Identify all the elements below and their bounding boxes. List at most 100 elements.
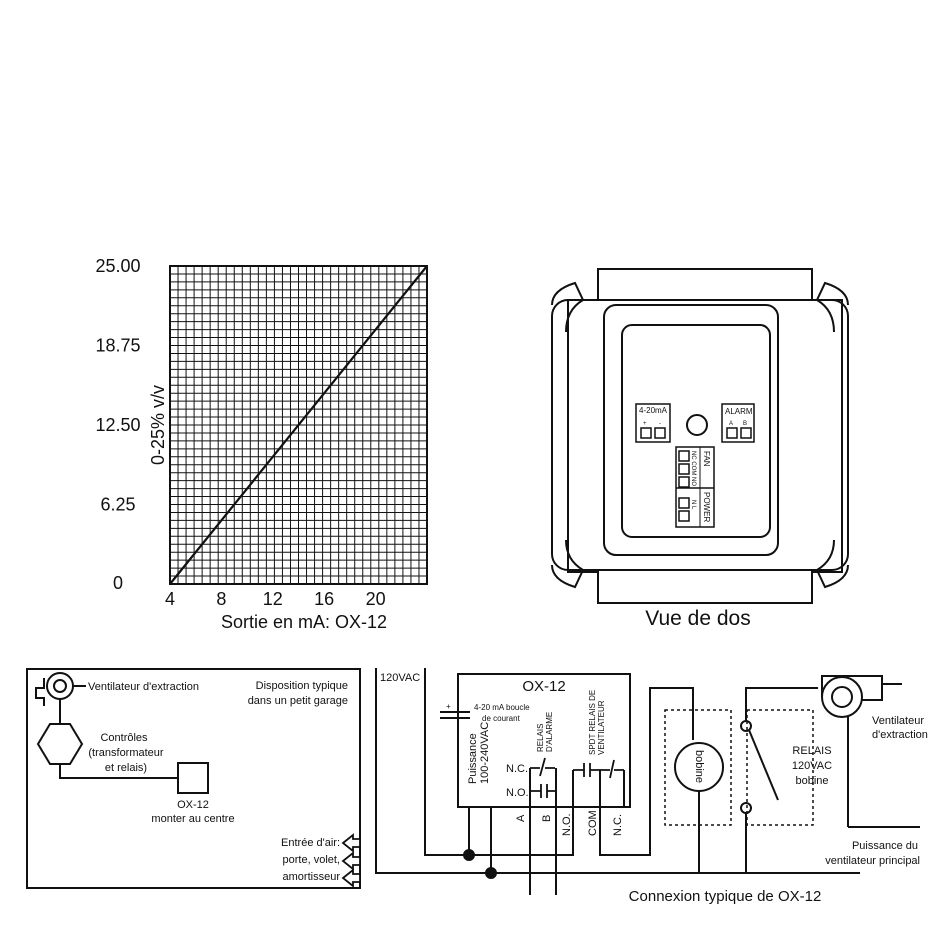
wiring-fan-1: Ventilateur (872, 715, 924, 727)
wiring-diagram (375, 668, 920, 895)
wiring-power-2: 100-240VAC (479, 722, 491, 784)
wiring-coil-label: bobine (693, 750, 705, 783)
enclosure-ear-bottom-left (551, 539, 585, 589)
screw-terminals (640, 427, 752, 522)
wiring-main-2: ventilateur principal (825, 855, 920, 867)
controls-hexagon (36, 723, 84, 765)
label-power-pins: N L (690, 500, 696, 510)
wiring-term-a: A (515, 814, 527, 822)
label-fan-pins: NC COM NO (690, 451, 696, 486)
wiring-loop-2: de courant (482, 714, 521, 723)
label-alarm-a: A (729, 421, 733, 427)
chart-y-ticks: 0 6.25 12.50 18.75 25.00 (95, 256, 140, 593)
garage-air-2: porte, volet, (283, 854, 340, 866)
alarm-nc-contact (530, 757, 555, 777)
label-power: POWER (702, 492, 711, 522)
garage-exhaust-fan-label: Ventilateur d'extraction (88, 681, 199, 693)
label-alarm: ALARM (725, 407, 753, 416)
wiring-device-label: OX-12 (522, 678, 565, 695)
wiring-fan-2: d'extraction (872, 729, 928, 741)
enclosure-inner (551, 299, 849, 571)
y-tick-label: 0 (113, 573, 123, 593)
relay-frame-left (664, 709, 732, 826)
label-4-20ma-plus: + (643, 421, 647, 427)
wiring-no-label: N.O. (506, 787, 529, 799)
wiring-exhaust-fan-icon (821, 675, 883, 718)
garage-ox12-label: OX-12 (177, 799, 209, 811)
garage-controls-2: (transformateur (88, 747, 164, 759)
garage-controls-3: et relais) (105, 762, 147, 774)
x-tick-label: 12 (263, 589, 283, 609)
wiring-relay-3: bobine (795, 775, 828, 787)
chart-frame (169, 265, 428, 585)
garage-layout-note-2: dans un petit garage (248, 695, 348, 707)
junction-dot-1 (463, 849, 475, 861)
wiring-relay-1: RELAIS (792, 745, 831, 757)
junction-dot-2 (485, 867, 497, 879)
center-hole (686, 414, 708, 436)
y-tick-label: 18.75 (95, 336, 140, 356)
label-4-20ma-minus: - (659, 421, 661, 427)
relay-switch-arm (748, 729, 779, 801)
response-chart: 4 8 12 16 20 0 6.25 12.50 18.75 25.00 Sortie en … (95, 256, 428, 632)
wiring-power-1: Puissance (467, 733, 479, 784)
wiring-alarm-relay-1: RELAIS (536, 724, 545, 752)
wiring-fan-relay-2: VENTILATEUR (597, 700, 606, 755)
y-tick-label: 12.50 (95, 415, 140, 435)
wiring-main-1: Puissance du (852, 840, 918, 852)
back-view-drawing (551, 268, 849, 604)
label-4-20ma: 4-20mA (639, 406, 668, 415)
wiring-nc-label: N.C. (506, 763, 528, 775)
label-fan: FAN (702, 451, 711, 467)
wiring-relay-2: 120VAC (792, 760, 832, 772)
circuit-board (621, 324, 771, 538)
alarm-no-contact (530, 784, 556, 798)
terminal-fan-power (675, 446, 715, 528)
garage-controls-1: Contrôles (100, 732, 148, 744)
wiring-alarm-relay-2: D'ALARME (545, 712, 554, 752)
y-tick-label: 6.25 (100, 495, 135, 515)
y-tick-label: 25.00 (95, 256, 140, 276)
wiring-loop-1: 4-20 mA boucle (474, 703, 530, 712)
garage-layout-note-1: Disposition typique (256, 680, 348, 692)
fan-com-wire (599, 687, 694, 856)
relay-contact-bottom (740, 802, 752, 814)
fan-no-contact (573, 763, 600, 777)
wiring-term-com: COM (587, 810, 599, 836)
label-alarm-b: B (743, 421, 747, 427)
garage-outline (26, 668, 361, 889)
x-tick-label: 20 (366, 589, 386, 609)
enclosure-ear-top-left (551, 281, 585, 333)
enclosure-ear-top-right (815, 281, 849, 333)
x-tick-label: 8 (216, 589, 226, 609)
back-view-labels: 4-20mA + - ALARM A B FAN NC COM NO POWER… (639, 406, 753, 522)
chart-x-label: Sortie en mA: OX-12 (221, 612, 387, 632)
garage-ox12-mount: monter au centre (151, 813, 234, 825)
terminal-4-20ma (635, 403, 671, 443)
enclosure-ear-bottom-right (815, 539, 849, 589)
garage-layout-diagram: Ventilateur d'extraction Disposition typ… (26, 668, 361, 889)
chart-x-ticks: 4 8 12 16 20 (165, 589, 386, 609)
relay-contact-top (740, 720, 752, 732)
wiring-term-b: B (541, 815, 553, 822)
x-tick-label: 16 (314, 589, 334, 609)
back-view-caption: Vue de dos (645, 607, 750, 630)
ox12-wiring-box (457, 673, 631, 808)
air-inlet-arrows (341, 833, 361, 888)
terminal-alarm (721, 403, 755, 443)
wiring-term-no: N.O. (561, 813, 573, 836)
relay-frame-right (746, 709, 814, 826)
wiring-caption: Connexion typique de OX-12 (629, 888, 822, 905)
exhaust-fan-icon (35, 672, 86, 706)
fan-nc-contact (600, 759, 624, 779)
x-tick-label: 4 (165, 589, 175, 609)
series-line (169, 265, 428, 585)
wiring-term-nc: N.C. (612, 814, 624, 836)
wiring-supply-label: 120VAC (380, 672, 420, 684)
wiring-fan-relay-1: SPDT RELAIS DE (588, 690, 597, 755)
chart-grid (170, 266, 427, 584)
front-plate (603, 304, 779, 556)
chart-series (169, 265, 428, 585)
relay-top-wire (745, 687, 818, 721)
